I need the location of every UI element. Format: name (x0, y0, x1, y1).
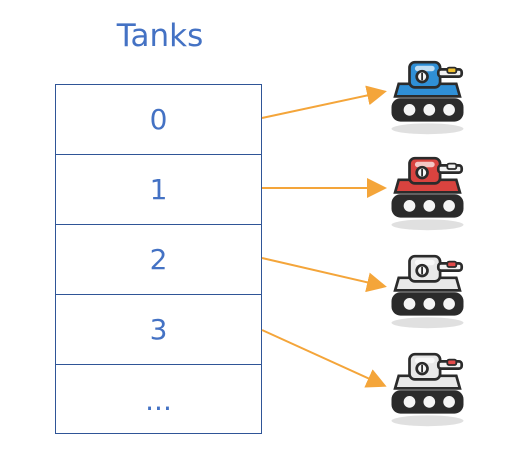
array-title: Tanks (116, 18, 204, 54)
red-tank-icon (390, 156, 465, 232)
arrow-0 (261, 85, 387, 119)
white-tank-icon (390, 254, 465, 330)
arrow-2 (261, 257, 387, 293)
array-cell-3: 3 (56, 295, 261, 365)
tanks-array: 0 1 2 3 ... (55, 84, 262, 434)
arrow-3 (261, 329, 387, 388)
array-cell-0: 0 (56, 85, 261, 155)
white-tank-icon (390, 352, 465, 428)
blue-tank-icon (390, 60, 465, 136)
array-cell-1: 1 (56, 155, 261, 225)
array-cell-2: 2 (56, 225, 261, 295)
array-cell-ellipsis: ... (145, 383, 172, 417)
